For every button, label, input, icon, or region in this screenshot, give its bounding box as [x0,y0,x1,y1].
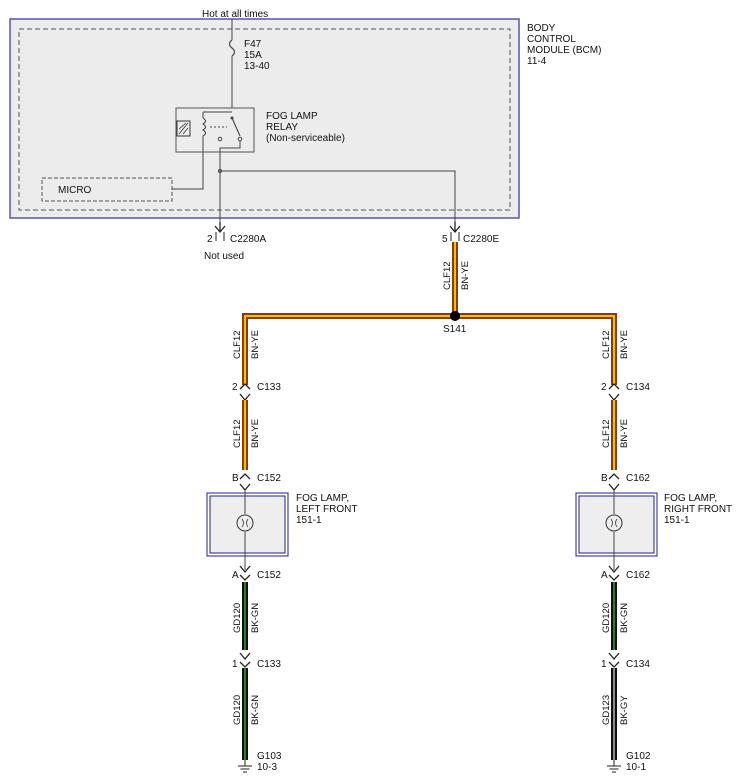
left-c133-bot-connector-icon [239,652,251,668]
right-ground-ref: 10-1 [626,762,646,773]
left-c152-top-pin: B [232,473,239,484]
right-c162-bot-connector-icon [608,565,620,581]
left-c152-top-connector-icon [239,473,251,492]
left-wire-1-circuit: CLF12 [232,330,243,359]
relay-output-wire [219,141,241,222]
bcm-title-line-3: MODULE (BCM) [527,45,601,56]
right-wire-4-color: BK-GY [619,695,630,725]
right-lamp-filament-icon [610,518,618,528]
c2280e-connector: C2280E [463,234,499,245]
fuse-ref: 13-40 [244,61,270,72]
feed-wire-circuit: CLF12 [442,261,453,290]
left-wire-1-color: BN-YE [250,330,261,359]
right-wire-2-color: BN-YE [619,419,630,448]
c2280a-pin: 2 [207,234,213,245]
left-c133-top-pin: 2 [232,382,238,393]
right-c162-bot-id: C162 [626,570,650,581]
c2280e-connector-bracket [450,232,460,241]
fuse-rating: 15A [244,50,262,61]
fuse-label: F47 [244,39,262,50]
right-wire-2-circuit: CLF12 [601,419,612,448]
left-c133-top-id: C133 [257,382,281,393]
left-lamp-bulb-icon [236,514,254,532]
splice-s141-label: S141 [443,324,467,335]
bcm-title-line-4: 11-4 [527,56,547,67]
left-lamp-label-line-1: FOG LAMP, [296,493,349,504]
right-c134-bot-pin: 1 [601,659,607,670]
c2280a-note: Not used [204,251,244,262]
c2280e-connector-icon [449,222,461,234]
right-fog-lamp [575,490,658,570]
right-lamp-bulb-icon [605,514,623,532]
left-lamp-label-line-2: LEFT FRONT [296,504,357,515]
left-c152-top-id: C152 [257,473,281,484]
right-c162-top-id: C162 [626,473,650,484]
micro-to-relay-wire [172,148,204,190]
left-c152-bot-id: C152 [257,570,281,581]
relay-coil-winding-icon [178,122,189,135]
c2280a-connector-icon [214,222,226,234]
right-ground-icon [607,760,621,773]
bcm-module-outline [9,18,520,219]
right-c134-top-id: C134 [626,382,650,393]
right-lamp-label-line-2: RIGHT FRONT [664,504,732,515]
right-c134-top-connector-icon [608,383,620,402]
left-wire-3-color: BK-GN [250,603,261,633]
left-fog-lamp [206,490,289,570]
left-wire-2-circuit: CLF12 [232,419,243,448]
left-wire-3-circuit: GD120 [232,603,243,633]
right-wire-4-circuit: GD123 [601,695,612,725]
right-wire-1-color: BN-YE [619,330,630,359]
left-wire-4-circuit: GD120 [232,695,243,725]
splice-bus-wire [242,313,617,385]
right-c134-top-pin: 2 [601,382,607,393]
left-ground-icon [238,760,252,773]
left-c152-bot-connector-icon [239,565,251,581]
relay-coil-icon [176,120,191,137]
c2280e-pin: 5 [442,234,448,245]
right-c134-bot-id: C134 [626,659,650,670]
splice-s141-dot [450,311,460,321]
left-c133-bot-pin: 1 [232,659,238,670]
fuse-f47-icon [228,39,236,57]
micro-label: MICRO [58,185,92,196]
c2280a-connector-bracket [215,232,225,241]
right-c134-bot-connector-icon [608,652,620,668]
right-wire-3-circuit: GD120 [601,603,612,633]
relay-label-line-2: RELAY [266,122,298,133]
fog-lamp-relay-box [175,107,255,153]
right-ground-id: G102 [626,751,651,762]
right-wire-1-circuit: CLF12 [601,330,612,359]
relay-label-line-3: (Non-serviceable) [266,133,345,144]
relay-contact-pivot [230,116,234,120]
left-wire-4-color: BK-GN [250,695,261,725]
right-lamp-label-line-1: FOG LAMP, [664,493,717,504]
right-c162-bot-pin: A [601,570,608,581]
relay-coil-symbol-icon [202,117,206,137]
right-lamp-label-line-3: 151-1 [664,515,690,526]
top-feed-label: Hot at all times [202,9,268,20]
relay-open-terminal [217,136,223,142]
left-ground-id: G103 [257,751,282,762]
relay-contact-blade [231,117,241,137]
left-wire-2-color: BN-YE [250,419,261,448]
feed-wire-color: BN-YE [460,261,471,290]
left-c152-bot-pin: A [232,570,239,581]
c2280a-connector: C2280A [230,234,266,245]
right-c162-top-pin: B [601,473,608,484]
bcm-title-line-2: CONTROL [527,34,576,45]
relay-label-line-1: FOG LAMP [266,111,318,122]
left-c133-bot-id: C133 [257,659,281,670]
right-c162-top-connector-icon [608,473,620,492]
left-lamp-label-line-3: 151-1 [296,515,322,526]
bcm-output-junction [217,168,223,174]
relay-contact-output [237,136,243,142]
left-ground-ref: 10-3 [257,762,277,773]
bcm-output-to-c2280e-wire [220,170,456,222]
right-wire-3-color: BK-GN [619,603,630,633]
left-c133-top-connector-icon [239,383,251,402]
bcm-title-line-1: BODY [527,23,556,34]
left-lamp-filament-icon [241,518,249,528]
